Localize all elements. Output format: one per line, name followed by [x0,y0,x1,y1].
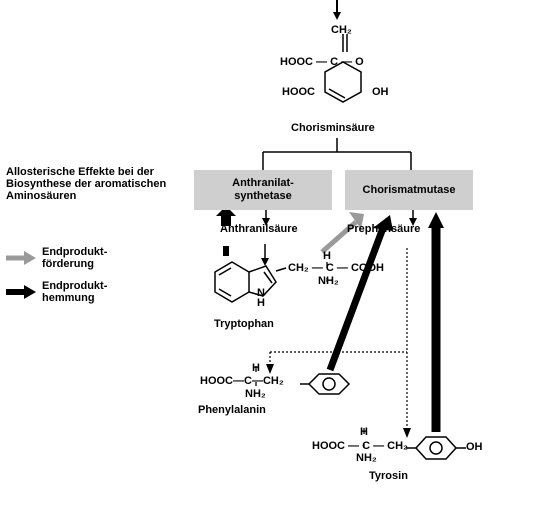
tryptophan-label: Tryptophan [214,318,274,330]
chorismate-mutase-box: Chorismatmutase [345,170,473,210]
anthranilate-label: Anthranilsäure [220,223,298,235]
chorismate-hooc-c-o: HOOC — C — O [280,56,364,68]
phenylalanine-ring [300,373,351,395]
formula-bonds [255,262,365,448]
tyr-nh2: NH₂ [356,452,377,464]
tyr-oh: OH [466,441,483,453]
legend-inhibition-label: Endprodukt-hemmung [42,280,108,304]
trp-n: N [257,287,265,299]
legend-title: Allosterische Effekte bei der Biosynthes… [6,166,167,202]
phe-inhibition-arrow [326,226,387,372]
chorismate-ring [324,34,362,103]
chorismate-label: Chorisminsäure [291,122,375,134]
prephenate-label: Prephensäure [347,223,421,235]
trp-h: H [323,250,331,262]
trp-sidechain: CH₂ — C — COOH [288,262,384,274]
trp-inhibition-stub [223,246,229,256]
chorismate-hooc: HOOC [282,86,315,98]
phe-promotion-arrow [320,220,358,254]
phenylalanine-label: Phenylalanin [198,404,266,416]
tyr-sidechain: HOOC — C — CH₂ [312,440,408,452]
tryptophan-rings [214,261,287,303]
trp-nh2: NH₂ [318,275,339,287]
legend-promotion-label: Endprodukt-förderung [42,246,108,270]
dotted-paths [269,248,408,430]
phe-dotted-arrowhead [266,364,274,374]
tyrosine-ring [406,436,466,460]
anthranilate-synthetase-label: Anthranilat-synthetase [232,177,294,202]
legend-arrows [6,251,36,299]
trp-inhibition-arrow [216,206,236,226]
anthranilate-synthetase-box: Anthranilat-synthetase [194,170,332,210]
chorismate-ch2: CH₂ [331,24,352,36]
tyr-dotted-arrowhead [403,428,411,438]
tyr-h: H [360,426,368,438]
tyrosine-label: Tyrosin [369,470,408,482]
chorismate-oh: OH [372,86,389,98]
phe-sidechain: HOOC—C—CH₂ [200,375,284,387]
phe-nh2: NH₂ [245,388,266,400]
chorismate-mutase-label: Chorismatmutase [362,183,456,196]
branch-lines [262,138,412,170]
trp-nh: H [257,297,265,309]
phe-h: H [252,362,260,374]
